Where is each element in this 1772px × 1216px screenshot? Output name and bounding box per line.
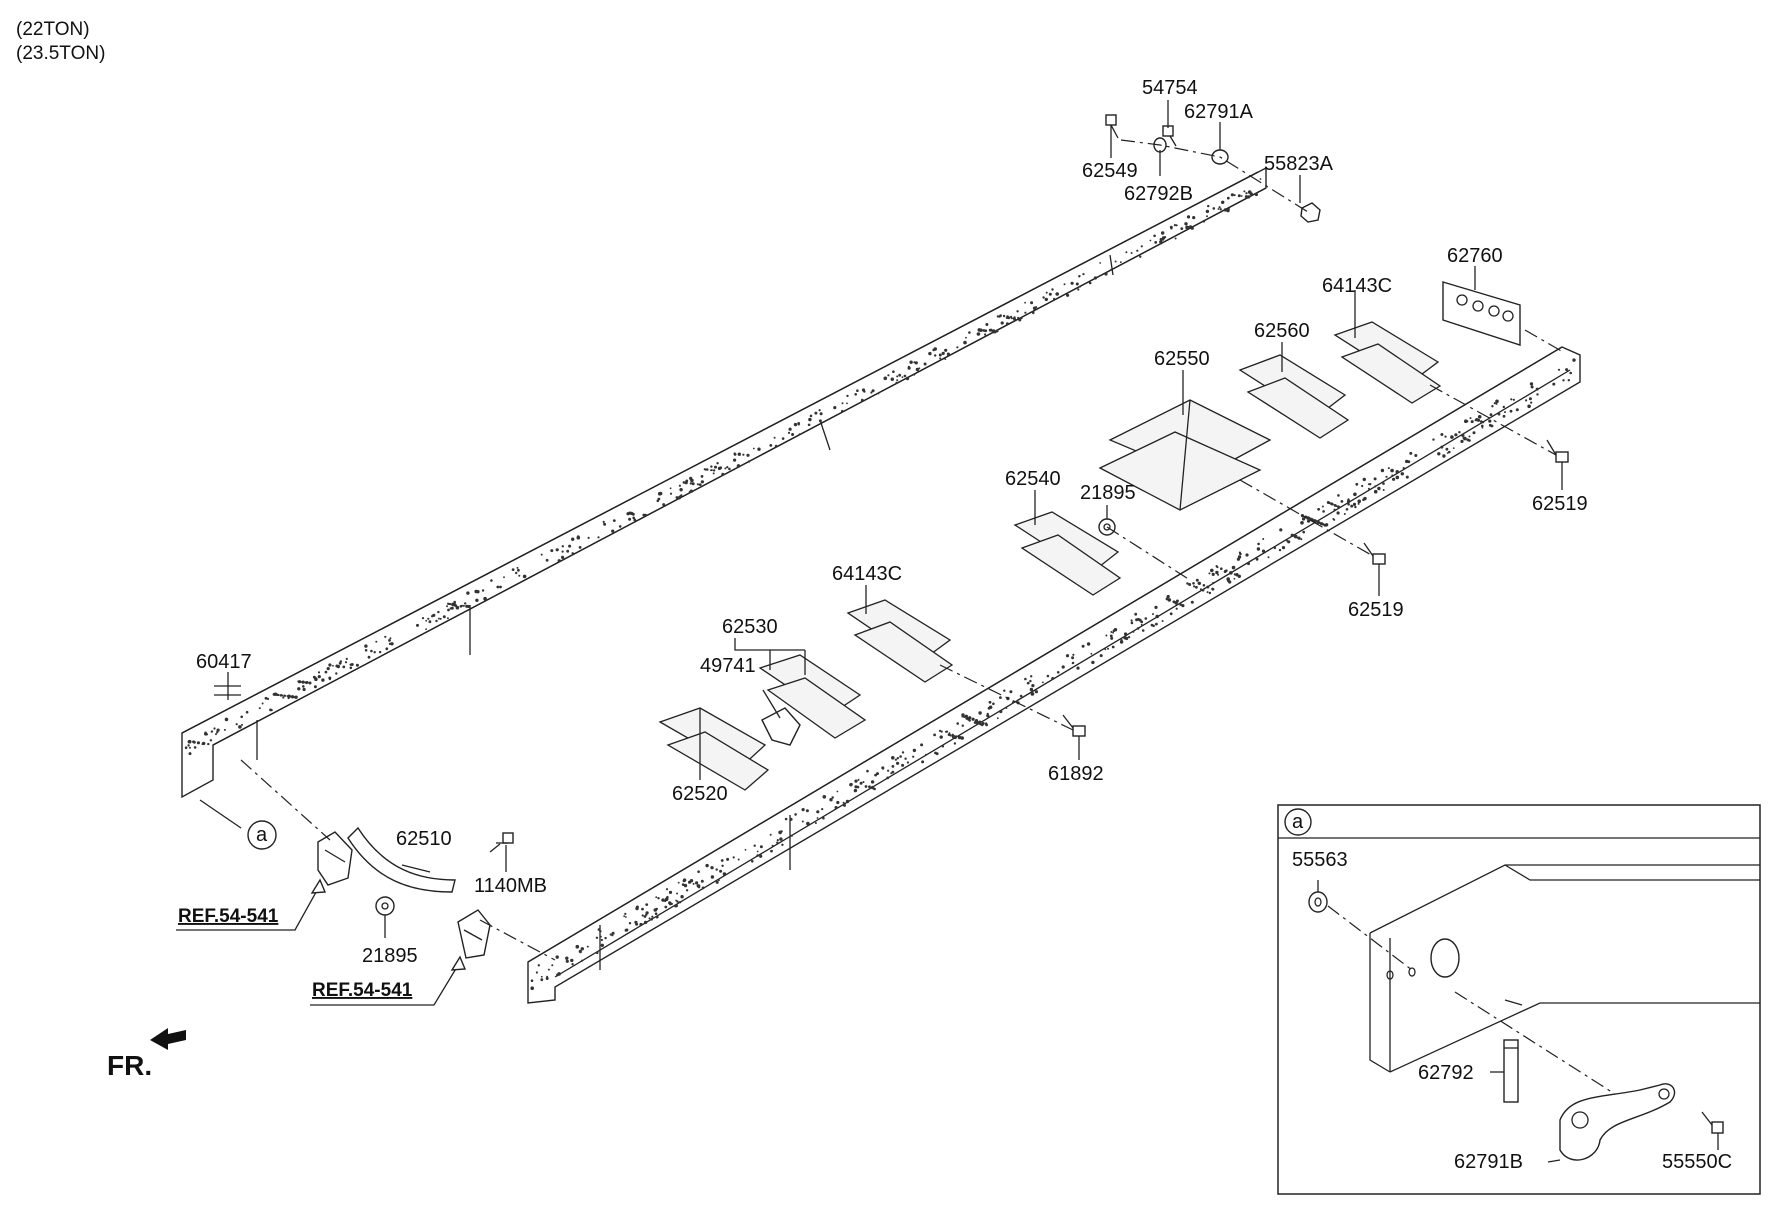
label-62560: 62560 xyxy=(1254,320,1310,342)
label-62530: 62530 xyxy=(722,616,778,638)
label-62510: 62510 xyxy=(396,828,452,850)
label-62519-center: 62519 xyxy=(1348,599,1404,621)
crossmember-62520 xyxy=(658,707,770,791)
tonnage-label-22: (22TON) xyxy=(16,19,90,40)
left-frame-rail xyxy=(181,166,1267,799)
label-54754: 54754 xyxy=(1142,77,1198,99)
bolt-1140MB xyxy=(489,832,514,853)
label-64143C-mid: 64143C xyxy=(832,563,902,585)
plate-62760 xyxy=(1442,281,1521,346)
tonnage-label-23-5: (23.5TON) xyxy=(16,43,105,64)
label-62792: 62792 xyxy=(1418,1062,1474,1084)
crossmember-62540 xyxy=(1013,511,1122,596)
label-62519-right: 62519 xyxy=(1532,493,1588,515)
crossmember-64143C-mid xyxy=(846,599,954,683)
label-62540: 62540 xyxy=(1005,468,1061,490)
label-62520: 62520 xyxy=(672,783,728,805)
label-55563: 55563 xyxy=(1292,849,1348,871)
front-label: FR. xyxy=(107,1050,152,1081)
bracket-ref-lower xyxy=(457,909,491,959)
label-62791B: 62791B xyxy=(1454,1151,1523,1173)
bolt-61892 xyxy=(1062,714,1086,737)
detail-circle-label: a xyxy=(1292,811,1304,833)
bolt-62519-center xyxy=(1363,542,1386,565)
strap-62510 xyxy=(347,826,456,893)
label-55823A: 55823A xyxy=(1264,153,1334,175)
ref-54-541-upper[interactable]: REF.54-541 xyxy=(178,906,279,927)
nut-55823A xyxy=(1300,202,1321,223)
label-64143C-top: 64143C xyxy=(1322,275,1392,297)
detail-inset-a: a 55563 62792 62791B 55550C xyxy=(1277,804,1761,1195)
label-62549: 62549 xyxy=(1082,160,1138,182)
bracket-ref-upper xyxy=(317,831,353,886)
bolt-62519-right xyxy=(1546,439,1569,463)
crossmember-62530 xyxy=(758,654,867,739)
circle-a-callout-icon: a xyxy=(247,820,277,850)
label-49741: 49741 xyxy=(700,655,756,677)
label-61892: 61892 xyxy=(1048,763,1104,785)
label-60417: 60417 xyxy=(196,651,252,673)
label-21895-bottom: 21895 xyxy=(362,945,418,967)
label-62792B: 62792B xyxy=(1124,183,1193,205)
nut-21895-bottom xyxy=(375,896,395,916)
ref-54-541-lower[interactable]: REF.54-541 xyxy=(312,980,413,1001)
bolt-62549 xyxy=(1105,114,1119,139)
front-direction-arrow-icon xyxy=(150,1028,186,1050)
label-21895-top: 21895 xyxy=(1080,482,1136,504)
label-62791A: 62791A xyxy=(1184,101,1254,123)
right-frame-rail xyxy=(527,346,1581,1004)
svg-text:a: a xyxy=(256,824,268,846)
crossmember-62550 xyxy=(1098,399,1272,511)
label-62760: 62760 xyxy=(1447,245,1503,267)
crossmember-62560 xyxy=(1238,354,1350,439)
label-1140MB: 1140MB xyxy=(474,875,547,897)
bracket-49741 xyxy=(761,707,801,746)
crossmember-64143C-top xyxy=(1333,321,1442,404)
label-62550: 62550 xyxy=(1154,348,1210,370)
label-55550C: 55550C xyxy=(1662,1151,1732,1173)
